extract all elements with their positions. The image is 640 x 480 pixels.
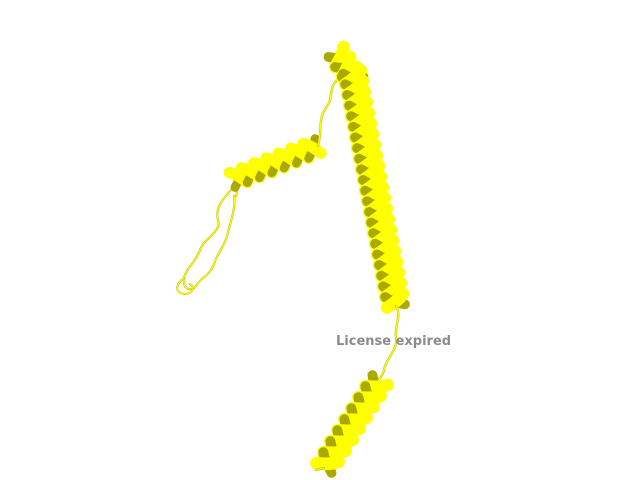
license-expired-watermark: License expired: [336, 334, 452, 349]
helix-turn-front: [297, 137, 327, 160]
coil-lower-link: [375, 305, 399, 385]
coil-upper-link: [317, 79, 339, 147]
coil-left-loop: [183, 181, 239, 290]
coil-left-tail: [176, 277, 194, 295]
helix-turn-front: [380, 287, 410, 314]
coil-upper-link-shadow: [316, 78, 340, 148]
helix-lower-diagonal: [310, 370, 394, 478]
helix-turn-front: [310, 455, 345, 471]
coil-terminus: [315, 467, 325, 471]
helix-upper-left: [223, 134, 327, 192]
helix-long-vertical: [338, 64, 410, 314]
